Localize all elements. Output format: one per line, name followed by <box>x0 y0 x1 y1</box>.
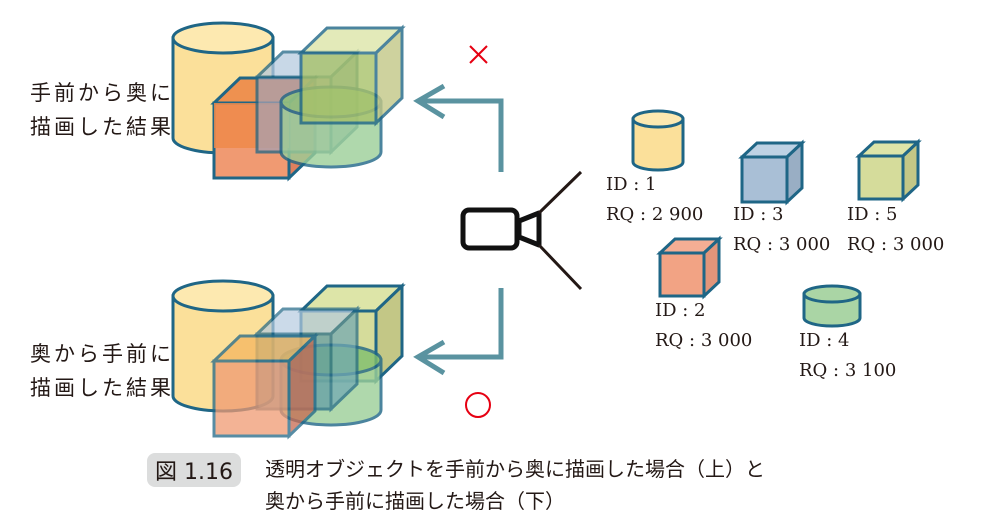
object-label-id5: ID : 5 RQ : 3 000 <box>847 200 944 260</box>
bottom-result-label-line2: 描画した結果 <box>30 376 174 400</box>
bottom-result-scene <box>171 279 406 440</box>
object-rq: RQ : 3 000 <box>655 330 753 351</box>
bottom-result-label: 奥から手前に 描画した結果 <box>30 337 174 405</box>
camera-icon <box>460 207 542 251</box>
object-id: ID : 5 <box>847 204 898 225</box>
bottom-cube-id2 <box>210 332 319 440</box>
object-id: ID : 2 <box>655 300 706 321</box>
camera-view-lines <box>537 170 583 291</box>
figure-caption-line1: 透明オブジェクトを手前から奥に描画した場合（上）と <box>265 457 765 481</box>
object-rq: RQ : 2 900 <box>606 204 704 225</box>
figure-number-badge: 図 1.16 <box>147 453 241 487</box>
top-result-scene <box>171 21 406 182</box>
top-result-label-line1: 手前から奥に <box>30 81 174 105</box>
bottom-result-label-line1: 奥から手前に <box>30 342 174 366</box>
legend-cylinder-id4 <box>802 284 862 328</box>
top-result-label: 手前から奥に 描画した結果 <box>30 76 174 144</box>
object-rq: RQ : 3 100 <box>799 360 897 381</box>
object-label-id1: ID : 1 RQ : 2 900 <box>606 170 703 230</box>
bottom-arrow <box>413 288 504 376</box>
object-rq: RQ : 3 000 <box>847 234 945 255</box>
top-result-label-line2: 描画した結果 <box>30 115 174 139</box>
object-id: ID : 3 <box>733 204 784 225</box>
cross-icon <box>469 45 488 64</box>
figure-caption: 透明オブジェクトを手前から奥に描画した場合（上）と 奥から手前に描画した場合（下… <box>265 453 765 517</box>
object-rq: RQ : 3 000 <box>733 234 831 255</box>
top-cube-id5 <box>297 24 406 127</box>
legend-cube-id3 <box>738 139 806 206</box>
legend-cylinder-id1 <box>631 109 685 172</box>
legend-cube-id5 <box>855 138 922 203</box>
object-id: ID : 1 <box>606 174 657 195</box>
top-arrow <box>413 83 504 172</box>
object-label-id2: ID : 2 RQ : 3 000 <box>655 296 752 356</box>
legend-cube-id2 <box>656 235 723 300</box>
figure-caption-line2: 奥から手前に描画した場合（下） <box>265 489 565 513</box>
object-label-id3: ID : 3 RQ : 3 000 <box>733 200 830 260</box>
object-id: ID : 4 <box>799 330 850 351</box>
circle-icon <box>465 392 491 418</box>
object-label-id4: ID : 4 RQ : 3 100 <box>799 326 896 386</box>
